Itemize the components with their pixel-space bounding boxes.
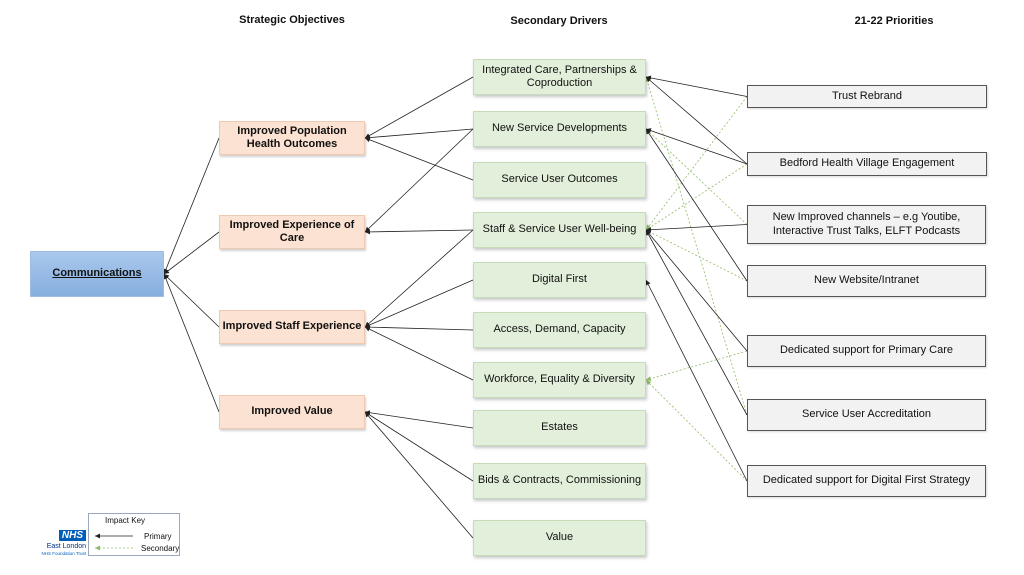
driver-workforce-equality: Workforce, Equality & Diversity — [473, 362, 646, 398]
primary-impact-link — [645, 279, 748, 482]
driver-digital-first: Digital First — [473, 262, 646, 298]
root-link — [163, 231, 220, 275]
objective-driver-link — [364, 411, 474, 539]
driver-service-user-outcomes: Service User Outcomes — [473, 162, 646, 198]
priority-new-channels: New Improved channels – e.g Youtibe, Int… — [747, 205, 986, 244]
secondary-impact-link — [645, 379, 748, 482]
priority-trust-rebrand: Trust Rebrand — [747, 85, 987, 108]
objective-population-health: Improved Population Health Outcomes — [219, 121, 365, 155]
driver-value: Value — [473, 520, 646, 556]
secondary-impact-link — [645, 229, 748, 282]
objective-driver-link — [364, 229, 474, 235]
primary-impact-link — [645, 229, 748, 352]
secondary-impact-link — [645, 76, 748, 416]
objective-driver-link — [364, 324, 474, 331]
impact-key-lines — [95, 533, 133, 551]
secondary-impact-link — [645, 163, 748, 231]
objective-driver-link — [364, 410, 474, 429]
priority-website-intranet: New Website/Intranet — [747, 265, 986, 297]
header-secondary-drivers: Secondary Drivers — [510, 15, 608, 27]
objective-staff-experience: Improved Staff Experience — [219, 310, 365, 344]
objective-driver-link — [364, 229, 474, 328]
priority-digital-first-strategy: Dedicated support for Digital First Stra… — [747, 465, 986, 497]
nhs-badge: NHS — [58, 530, 86, 541]
objective-driver-link — [364, 128, 474, 141]
objective-driver-link — [364, 76, 474, 139]
impact-key-secondary: Secondary — [141, 544, 180, 553]
logo-org-name: East London — [46, 543, 86, 550]
secondary-impact-link — [645, 128, 748, 225]
header-priorities: 21-22 Priorities — [854, 15, 934, 27]
priority-primary-care-support: Dedicated support for Primary Care — [747, 335, 986, 367]
secondary-impact-link — [645, 350, 748, 382]
driver-integrated-care: Integrated Care, Partnerships & Coproduc… — [473, 59, 646, 95]
objective-driver-link — [364, 137, 474, 181]
impact-key: Impact Key Primary Secondary — [88, 513, 180, 556]
objective-experience-of-care: Improved Experience of Care — [219, 215, 365, 249]
primary-impact-link — [645, 128, 748, 282]
primary-impact-link — [645, 76, 748, 165]
driver-new-service-developments: New Service Developments — [473, 111, 646, 147]
objective-value: Improved Value — [219, 395, 365, 429]
primary-impact-link — [645, 224, 748, 233]
root-communications: Communications — [30, 251, 164, 297]
driver-bids-contracts: Bids & Contracts, Commissioning — [473, 463, 646, 499]
nhs-logo: NHS East London NHS Foundation Trust — [38, 530, 88, 558]
primary-impact-link — [645, 229, 748, 416]
primary-impact-link — [645, 75, 748, 97]
logo-org-subtitle: NHS Foundation Trust — [41, 551, 86, 556]
impact-key-primary: Primary — [144, 532, 172, 541]
root-link — [163, 137, 220, 275]
impact-key-title: Impact Key — [105, 516, 146, 525]
priority-service-user-accreditation: Service User Accreditation — [747, 399, 986, 431]
root-link — [163, 273, 220, 328]
primary-impact-link — [645, 128, 748, 165]
driver-access-demand-capacity: Access, Demand, Capacity — [473, 312, 646, 348]
objective-driver-link — [364, 411, 474, 482]
driver-staff-wellbeing: Staff & Service User Well-being — [473, 212, 646, 248]
header-strategic-objectives: Strategic Objectives — [239, 14, 345, 26]
objective-driver-link — [364, 326, 474, 381]
objective-driver-link — [364, 128, 474, 233]
priority-bedford-health-village: Bedford Health Village Engagement — [747, 152, 987, 176]
objective-driver-link — [364, 279, 474, 328]
root-link — [163, 273, 220, 413]
driver-estates: Estates — [473, 410, 646, 446]
